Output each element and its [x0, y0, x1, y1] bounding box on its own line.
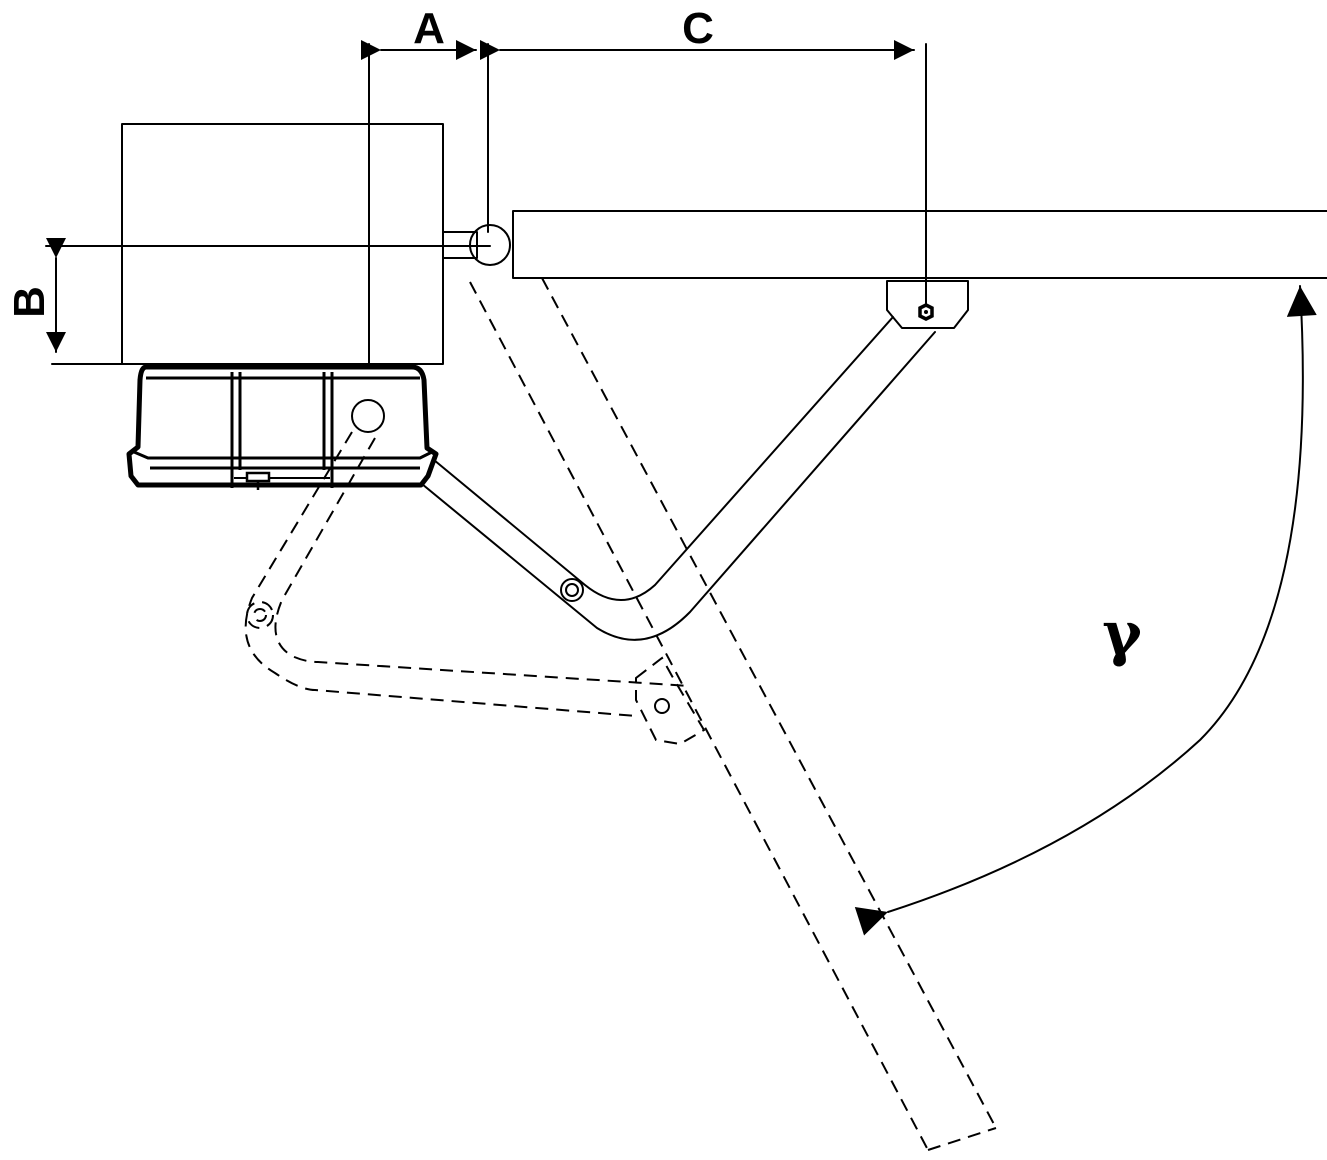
operator-arm-open	[244, 431, 691, 717]
operator-shaft	[351, 399, 385, 433]
pillar	[121, 123, 444, 365]
gate-bracket-open	[635, 656, 706, 746]
gate-leaf-open	[469, 277, 997, 1151]
dimension-b-label: B	[5, 286, 54, 318]
operator-motor	[126, 364, 439, 490]
dimension-b	[45, 238, 491, 365]
dimension-c	[480, 40, 927, 313]
gate-leaf-closed	[512, 210, 1327, 279]
operator-arm-closed	[421, 316, 936, 641]
opening-angle-arc	[854, 285, 1317, 936]
dimension-a-label: A	[413, 4, 445, 53]
opening-angle-label: γ	[1102, 599, 1142, 669]
dimension-a	[361, 40, 489, 421]
dimension-c-label: C	[682, 4, 714, 53]
gate-bracket-closed	[886, 280, 969, 329]
